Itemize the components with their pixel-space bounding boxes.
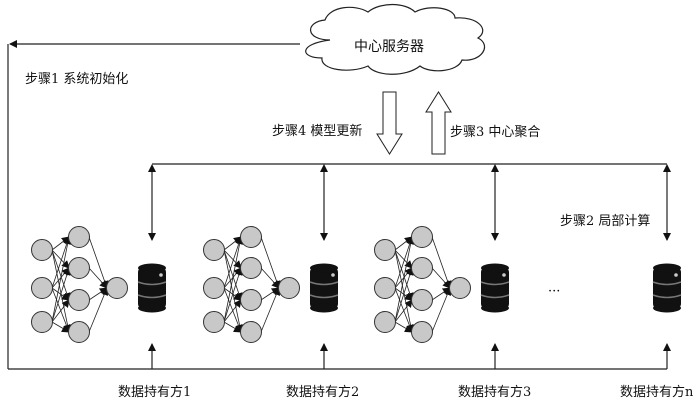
init-connector bbox=[7, 40, 667, 370]
neuron bbox=[240, 321, 262, 343]
neuron bbox=[68, 226, 90, 248]
data-holder-label: 数据持有方2 bbox=[286, 385, 360, 400]
neuron bbox=[203, 239, 225, 261]
neuron bbox=[240, 226, 262, 248]
data-holder-label: 数据持有方n bbox=[620, 385, 694, 400]
neural-network-icon bbox=[31, 226, 128, 343]
database-icon bbox=[652, 263, 682, 313]
neuron bbox=[278, 277, 300, 299]
database-icon bbox=[137, 263, 167, 313]
neuron bbox=[68, 289, 90, 311]
neural-network-icon bbox=[374, 226, 471, 343]
neuron bbox=[449, 277, 471, 299]
data-holder-1 bbox=[31, 164, 167, 369]
arrow-head bbox=[148, 164, 156, 172]
data-holder-3 bbox=[374, 164, 510, 369]
neuron bbox=[68, 257, 90, 279]
database-icon bbox=[309, 263, 339, 313]
neuron bbox=[411, 289, 433, 311]
database-icon bbox=[480, 263, 510, 313]
arrow-head bbox=[491, 164, 499, 172]
neuron bbox=[240, 289, 262, 311]
neuron bbox=[374, 277, 396, 299]
neuron bbox=[203, 277, 225, 299]
neuron bbox=[31, 311, 53, 333]
aggregate-arrow bbox=[425, 91, 452, 155]
neuron bbox=[411, 321, 433, 343]
neuron bbox=[374, 239, 396, 261]
neuron bbox=[106, 277, 128, 299]
neuron bbox=[68, 321, 90, 343]
server-label: 中心服务器 bbox=[354, 39, 424, 55]
neuron bbox=[411, 226, 433, 248]
neuron bbox=[411, 257, 433, 279]
step1-label: 步骤1 系统初始化 bbox=[25, 72, 129, 87]
data-holder-label: 数据持有方3 bbox=[458, 385, 532, 400]
neuron bbox=[374, 311, 396, 333]
neural-network-icon bbox=[203, 226, 300, 343]
neuron bbox=[240, 257, 262, 279]
data-holder-label: 数据持有方1 bbox=[118, 385, 192, 400]
step4-label: 步骤4 模型更新 bbox=[272, 124, 363, 139]
cloud-icon bbox=[305, 3, 485, 75]
ellipsis: ··· bbox=[548, 284, 561, 299]
step2-label: 步骤2 局部计算 bbox=[560, 214, 651, 229]
step3-label: 步骤3 中心聚合 bbox=[450, 125, 541, 140]
data-holder-4 bbox=[652, 164, 682, 369]
arrow-head bbox=[320, 164, 328, 172]
data-holder-2 bbox=[203, 164, 339, 369]
neuron bbox=[31, 239, 53, 261]
model-update-arrow bbox=[376, 91, 403, 155]
neuron bbox=[203, 311, 225, 333]
neuron bbox=[31, 277, 53, 299]
arrow-head bbox=[663, 164, 671, 172]
